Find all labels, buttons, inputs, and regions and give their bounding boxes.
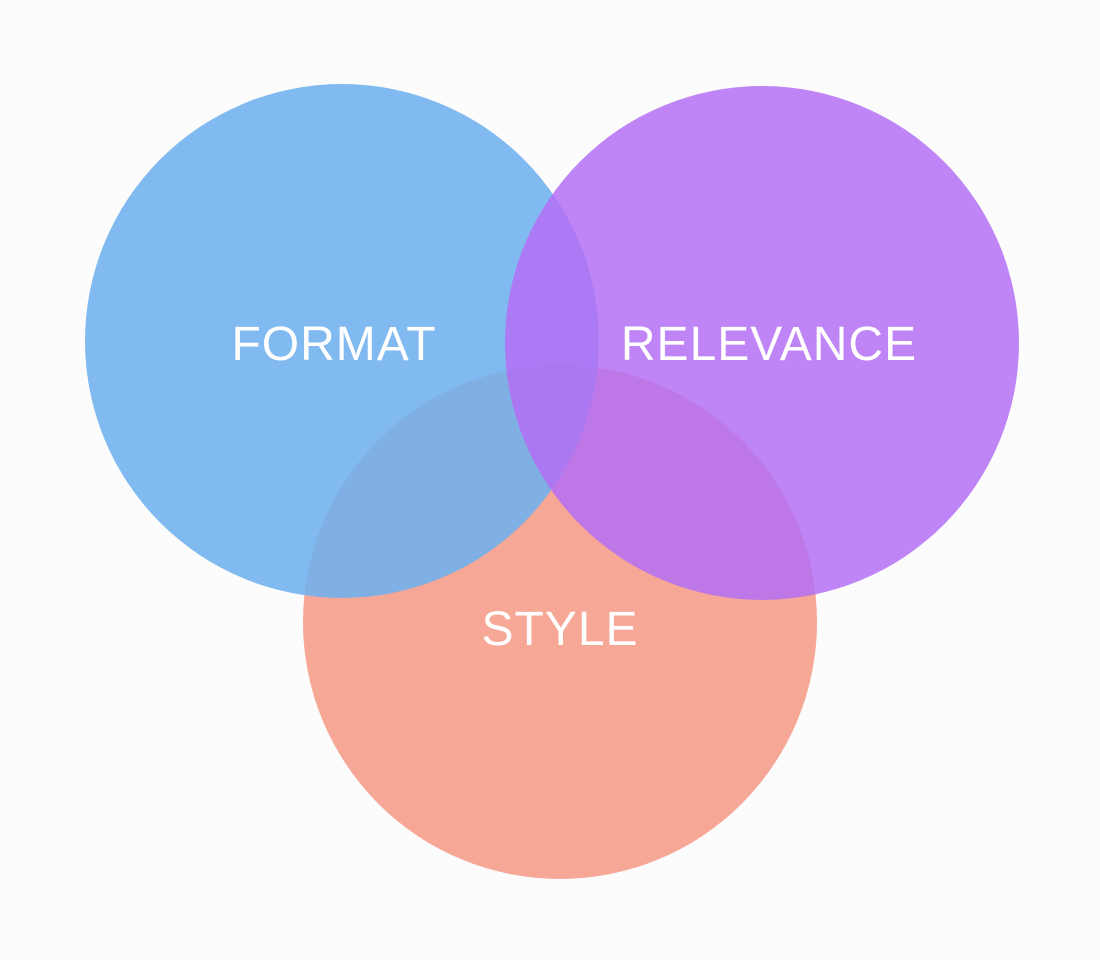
format-label: FORMAT [231, 318, 436, 371]
relevance-circle [505, 86, 1019, 600]
style-label: STYLE [481, 603, 638, 656]
relevance-label: RELEVANCE [621, 318, 917, 371]
format-circle [85, 84, 599, 598]
